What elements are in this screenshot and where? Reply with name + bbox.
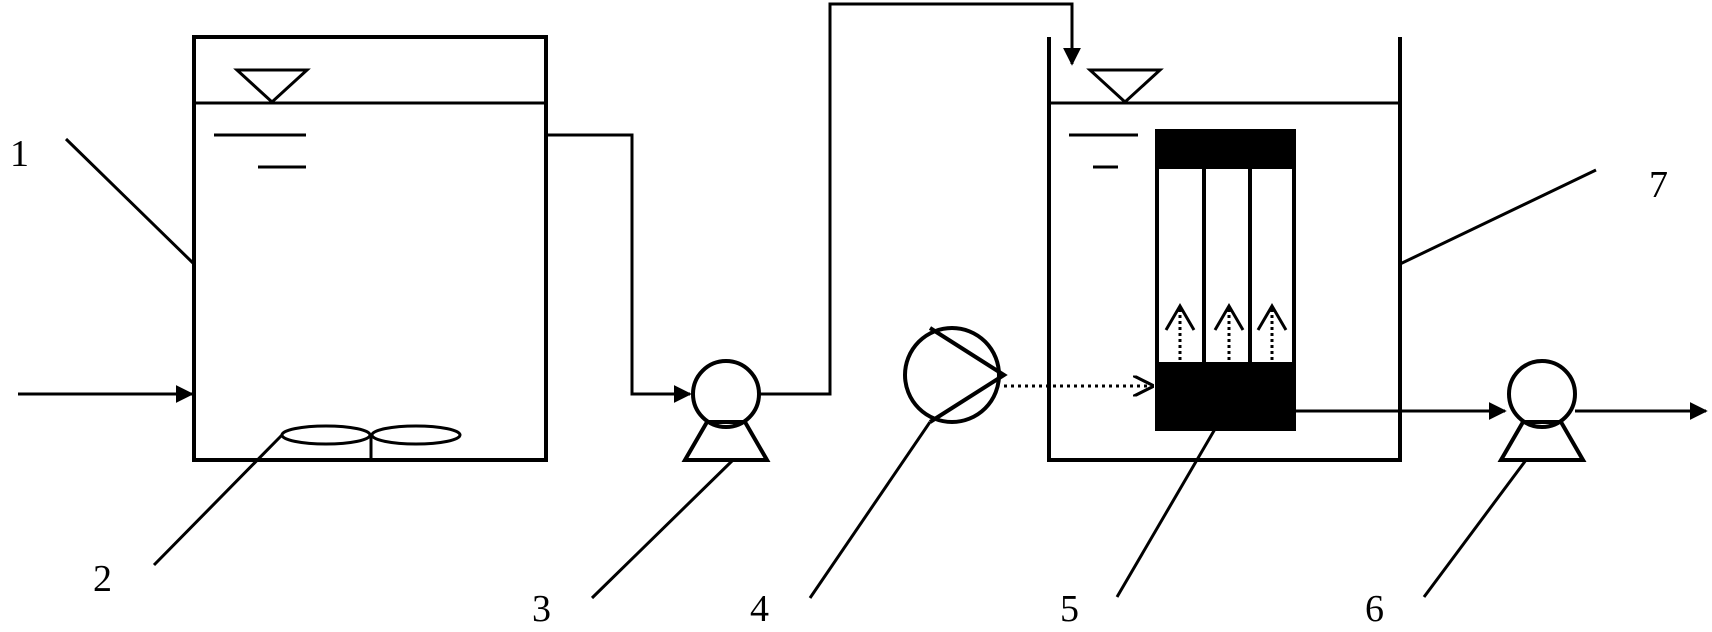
membrane-flow-arrows xyxy=(1164,303,1288,360)
pump-6 xyxy=(1497,359,1587,462)
blower-4-triangle-icon xyxy=(928,326,1008,424)
stirrer-blade-right xyxy=(370,424,462,446)
membrane-bottom-header xyxy=(1157,362,1294,429)
leader-line-6 xyxy=(1422,459,1528,598)
pipe-pump3-to-tank7 xyxy=(759,2,1081,396)
label-4: 4 xyxy=(750,588,769,630)
leader-line-7 xyxy=(1399,168,1597,266)
label-3: 3 xyxy=(532,588,551,630)
pipe-tank1-to-pump3 xyxy=(546,133,692,403)
stirrer xyxy=(280,424,462,458)
membrane-module-5 xyxy=(1155,129,1296,431)
pump-6-body xyxy=(1507,359,1577,429)
pump-6-base xyxy=(1497,420,1587,462)
tank-1-outline xyxy=(192,35,548,462)
tank-7 xyxy=(1047,37,1402,462)
pump-3 xyxy=(681,359,771,462)
label-7: 7 xyxy=(1649,164,1668,206)
leader-line-1 xyxy=(64,137,196,266)
membrane-flow-arrowhead-1 xyxy=(1164,303,1196,331)
label-6: 6 xyxy=(1365,588,1384,630)
label-1: 1 xyxy=(10,133,29,175)
membrane-flow-arrowhead-3 xyxy=(1256,303,1288,331)
tank-7-level-triangle-icon xyxy=(1086,68,1164,105)
pump-3-body xyxy=(691,359,761,429)
stirrer-blade-left xyxy=(280,424,372,446)
blower-4 xyxy=(903,326,1008,424)
blower-4-body xyxy=(903,326,1001,424)
membrane-top-header xyxy=(1157,131,1294,169)
leader-line-4 xyxy=(808,421,932,599)
label-5: 5 xyxy=(1060,588,1079,630)
leader-line-2 xyxy=(152,433,284,567)
pump-3-base xyxy=(681,420,771,462)
leader-line-5 xyxy=(1115,428,1217,598)
membrane-frame xyxy=(1155,129,1296,431)
tank-1-level-triangle-icon xyxy=(233,68,311,105)
leader-line-3 xyxy=(590,458,735,600)
label-2: 2 xyxy=(93,558,112,600)
tank-7-outline xyxy=(1047,37,1402,462)
membrane-flow-arrowhead-2 xyxy=(1213,303,1245,331)
tank-1 xyxy=(192,35,548,462)
